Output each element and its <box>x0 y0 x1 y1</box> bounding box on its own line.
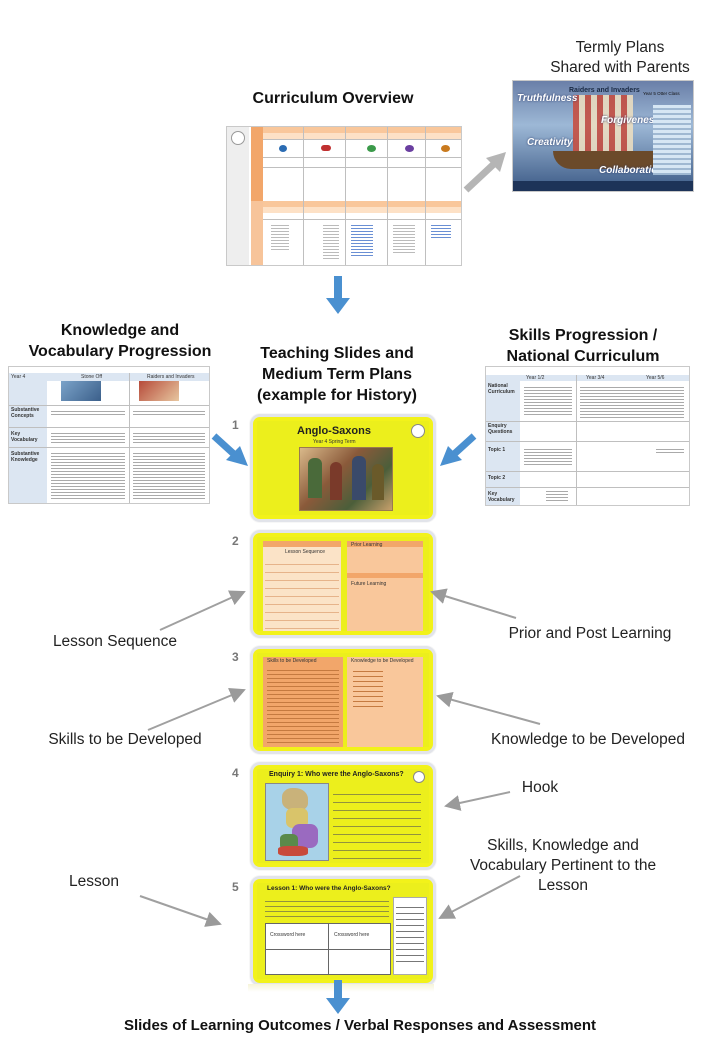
slide-2-left-heading: Lesson Sequence <box>284 549 326 555</box>
skills-developed-label: Skills to be Developed <box>48 731 202 748</box>
slide-number-5: 5 <box>232 880 239 894</box>
kv-header-1: Year 4 <box>11 374 26 380</box>
arrow-from-skills <box>440 433 477 466</box>
slide-2-sequence: Lesson Sequence Prior Learning Future Le… <box>250 530 436 638</box>
kv-row-3: Substantive Knowledge <box>11 451 40 463</box>
termly-plans-thumbnail: Raiders and Invaders Year 5 Otter Class … <box>512 80 694 192</box>
slide-number-2: 2 <box>232 534 239 548</box>
slide-5-box-1: Crossword here <box>270 932 306 938</box>
kv-row-2: Key Vocabulary <box>11 431 38 443</box>
kv-header-2: Stone Off <box>81 374 103 380</box>
sp-row-2: Enquiry Questions <box>488 423 513 435</box>
arrow-down-1 <box>326 276 350 314</box>
knowledge-vocab-title: Knowledge and Vocabulary Progression <box>28 322 212 360</box>
termly-word-1: Truthfulness <box>517 93 578 104</box>
sp-header-2: Year 3/4 <box>586 375 605 381</box>
footer-title: Slides of Learning Outcomes / Verbal Res… <box>123 1017 597 1034</box>
sp-row-1: National Curriculum <box>488 383 515 395</box>
skills-progression-title: Skills Progression / National Curriculum <box>506 327 660 365</box>
slide-4-heading: Enquiry 1: Who were the Anglo-Saxons? <box>269 771 404 778</box>
curriculum-overview-thumbnail <box>226 126 462 266</box>
termly-year: Year 5 Otter Class <box>643 91 680 96</box>
slide-5-box-2: Crossword here <box>334 932 370 938</box>
hook-label: Hook <box>521 779 559 796</box>
knowledge-developed-label: Knowledge to be Developed <box>491 731 685 748</box>
termly-word-4: Collaboration <box>599 165 664 176</box>
slide-1-title: Anglo-Saxons Year 4 Spring Term <box>250 414 436 522</box>
curriculum-overview-title: Curriculum Overview <box>252 90 414 107</box>
termly-word-3: Creativity <box>527 137 573 148</box>
teaching-slides-title: Teaching Slides and Medium Term Plans (e… <box>256 345 418 404</box>
termly-plans-title: Termly Plans Shared with Parents <box>550 39 690 76</box>
kv-header-3: Raiders and Invaders <box>147 374 195 380</box>
slide-4-hook: Enquiry 1: Who were the Anglo-Saxons? <box>250 762 436 870</box>
sp-header-3: Year 5/6 <box>646 375 665 381</box>
britain-map <box>265 783 329 861</box>
sp-header-1: Year 1/2 <box>526 375 545 381</box>
lesson-label: Lesson <box>69 873 119 890</box>
slide-2-right-heading: Prior Learning <box>351 542 383 548</box>
tapestry-image <box>299 447 393 511</box>
slide-number-3: 3 <box>232 650 239 664</box>
sp-row-4: Topic 2 <box>488 475 506 481</box>
slide-3-right-heading: Knowledge to be Developed <box>351 658 414 664</box>
slide-number-4: 4 <box>232 766 239 780</box>
slide-5-heading: Lesson 1: Who were the Anglo-Saxons? <box>267 885 391 892</box>
slide-number-1: 1 <box>232 418 239 432</box>
slide-1-heading: Anglo-Saxons <box>297 425 371 437</box>
slide-3-left-heading: Skills to be Developed <box>267 658 317 664</box>
arrow-to-termly-plans <box>463 152 506 193</box>
termly-word-2: Forgiveness <box>601 115 660 126</box>
arrow-down-2 <box>326 980 350 1014</box>
lesson-sequence-label: Lesson Sequence <box>52 633 178 650</box>
kv-row-1: Substantive Concepts <box>11 407 40 419</box>
termly-heading: Raiders and Invaders <box>569 87 640 94</box>
sp-row-5: Key Vocabulary <box>488 491 515 503</box>
skills-knowledge-vocab-label: Skills, Knowledge and Vocabulary Pertine… <box>469 837 657 894</box>
knowledge-vocab-thumbnail: Year 4 Stone Off Raiders and Invaders Su… <box>8 366 210 504</box>
slide-5-lesson: Lesson 1: Who were the Anglo-Saxons? Cro… <box>250 876 436 986</box>
logo-icon <box>413 771 425 783</box>
slide-1-subheading: Year 4 Spring Term <box>313 439 356 445</box>
slide-3-skills-knowledge: Skills to be Developed Knowledge to be D… <box>250 646 436 754</box>
sp-row-3: Topic 1 <box>488 447 506 453</box>
slide-2-right-mid: Future Learning <box>351 581 387 587</box>
logo-icon <box>411 424 425 438</box>
skills-progression-thumbnail: Year 1/2 Year 3/4 Year 5/6 National Curr… <box>485 366 690 506</box>
prior-post-label: Prior and Post Learning <box>508 625 672 642</box>
arrow-from-knowledge <box>211 433 248 466</box>
